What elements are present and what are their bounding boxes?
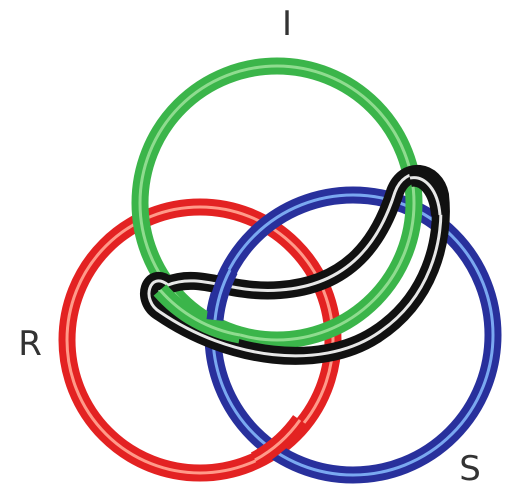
label-s: S bbox=[459, 449, 481, 489]
label-r: R bbox=[18, 324, 42, 364]
label-i: I bbox=[282, 4, 292, 44]
weave-blue-over bbox=[215, 270, 230, 320]
